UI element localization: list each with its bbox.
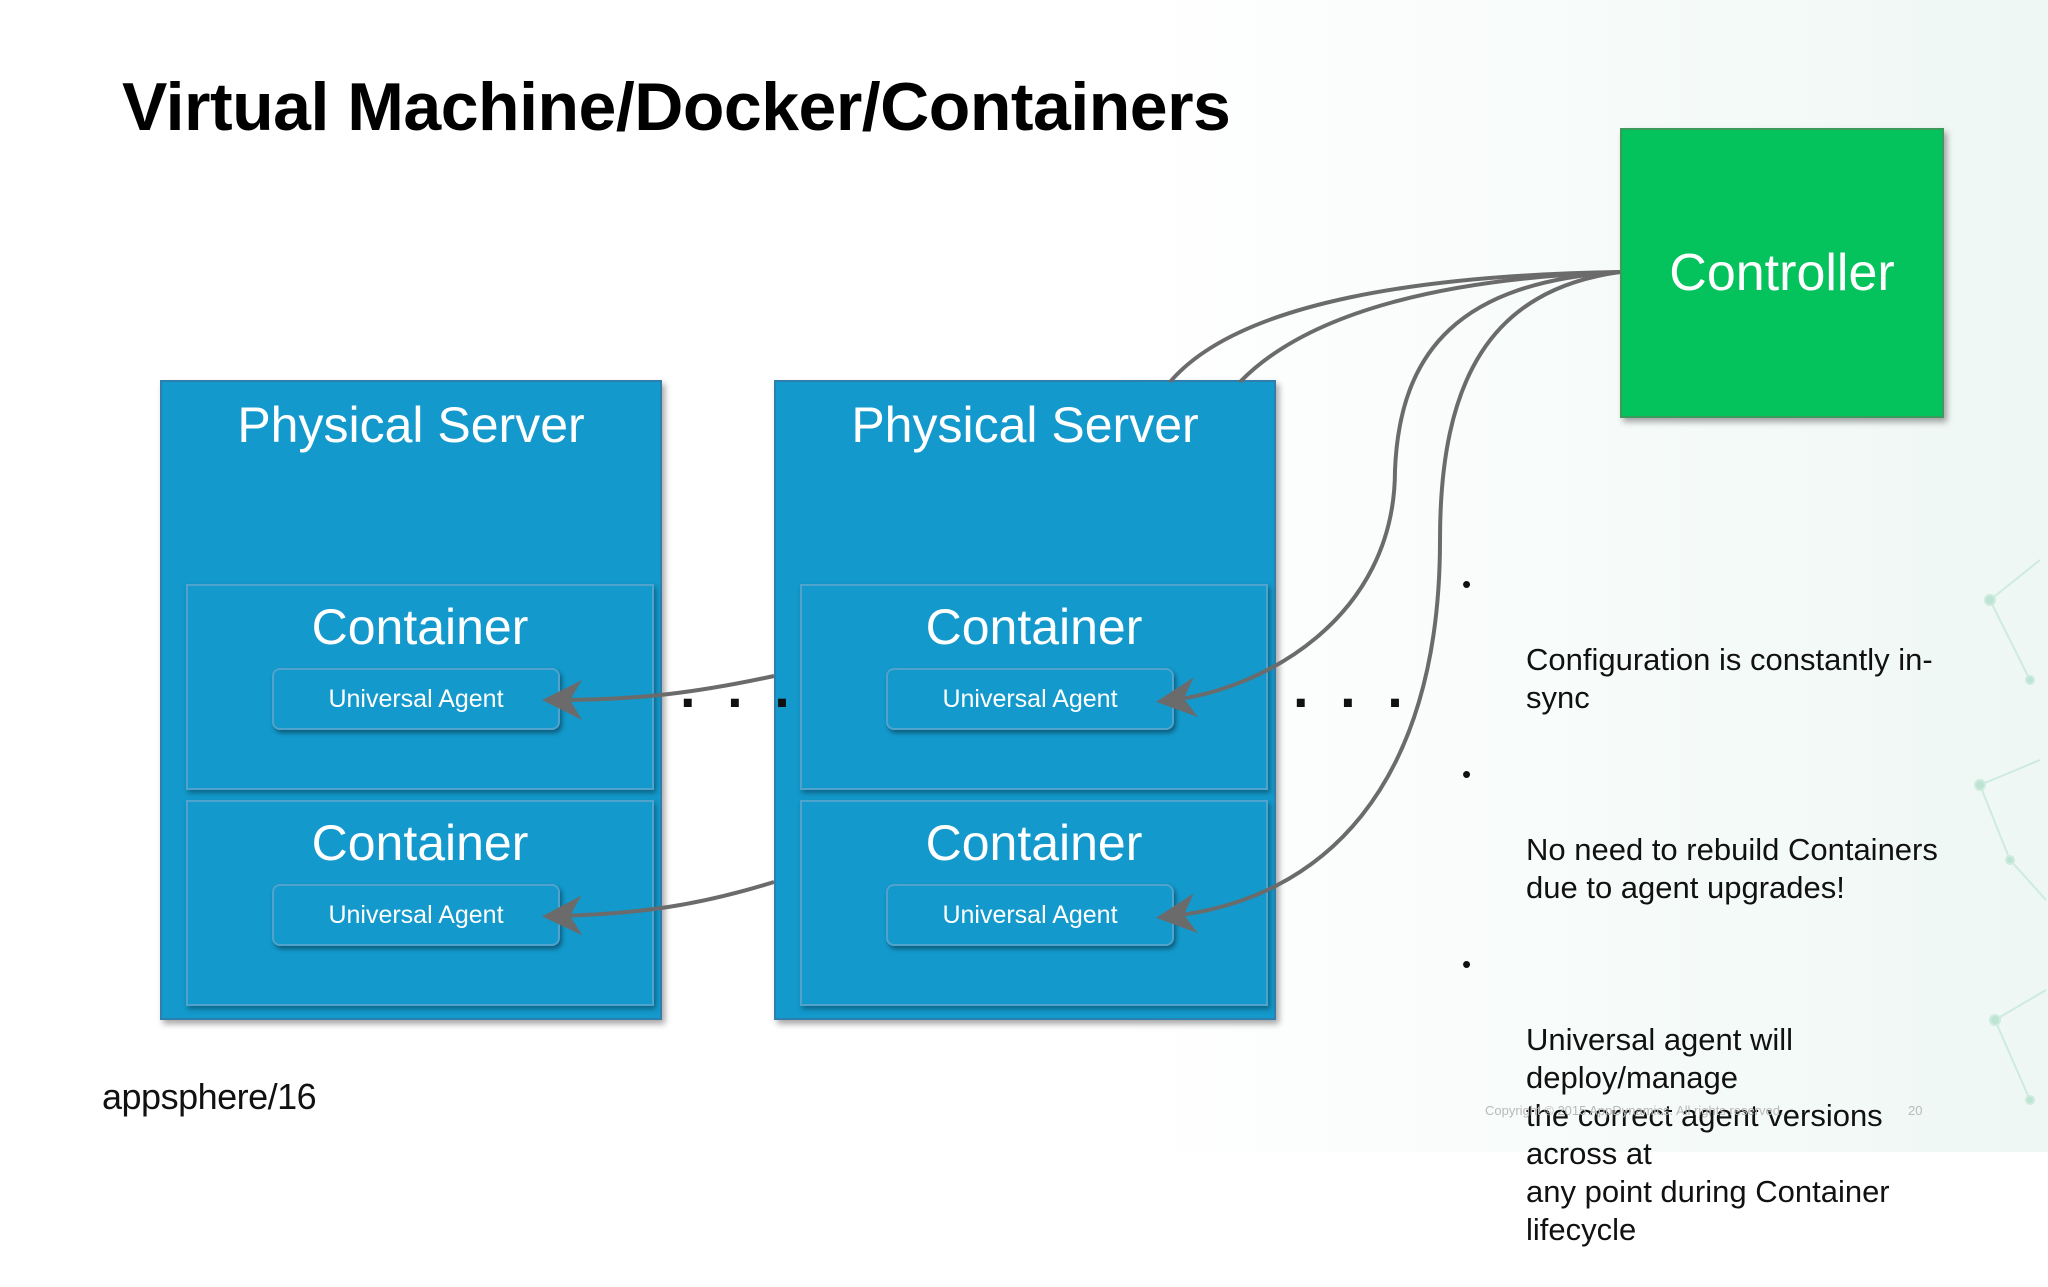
appsphere-logo: appsphere/16 [102,1076,317,1118]
universal-agent-box: Universal Agent [272,668,560,730]
bullet-dot: • [1462,949,1472,979]
bullet-text: No need to rebuild Containers due to age… [1526,832,1938,905]
container-box: Container Universal Agent [800,800,1268,1006]
physical-server-label: Physical Server [851,397,1199,453]
physical-server-1: Physical Server Container Universal Agen… [160,380,662,1020]
ellipsis-more-servers: . . . [680,656,798,719]
bullet-text: Universal agent will deploy/manage the c… [1526,1022,1890,1247]
bullet-text: Configuration is constantly in- sync [1526,642,1933,715]
physical-server-2: Physical Server Container Universal Agen… [774,380,1276,1020]
container-label: Container [311,815,529,871]
connector-controller-server-top-b [1238,270,1621,384]
page-number: 20 [1908,1103,1923,1118]
bullet-dot: • [1462,569,1472,599]
universal-agent-box: Universal Agent [272,884,560,946]
slide: Virtual Machine/Docker/Containers Physic… [0,0,2048,1247]
logo-text: appsphere [102,1076,268,1117]
container-box: Container Universal Agent [186,800,654,1006]
bullet-dot: • [1462,759,1472,789]
bullet-item: • Universal agent will deploy/manage the… [1456,945,1976,1249]
connector-controller-server-top-a [1168,270,1621,384]
slide-title: Virtual Machine/Docker/Containers [122,69,1231,145]
container-label: Container [925,599,1143,655]
bullet-item: • No need to rebuild Containers due to a… [1456,755,1976,907]
controller-box: Controller [1620,128,1944,418]
bullet-list: • Configuration is constantly in- sync •… [1456,565,1976,1287]
container-label: Container [311,599,529,655]
ellipsis-more-servers: . . . [1293,656,1411,719]
container-box: Container Universal Agent [186,584,654,790]
copyright-text: Copyright © 2015 AppDynamics. All rights… [1485,1103,1784,1118]
bullet-item: • Configuration is constantly in- sync [1456,565,1976,717]
container-box: Container Universal Agent [800,584,1268,790]
universal-agent-box: Universal Agent [886,668,1174,730]
universal-agent-box: Universal Agent [886,884,1174,946]
physical-server-label: Physical Server [237,397,585,453]
container-label: Container [925,815,1143,871]
logo-year: /16 [267,1076,317,1117]
